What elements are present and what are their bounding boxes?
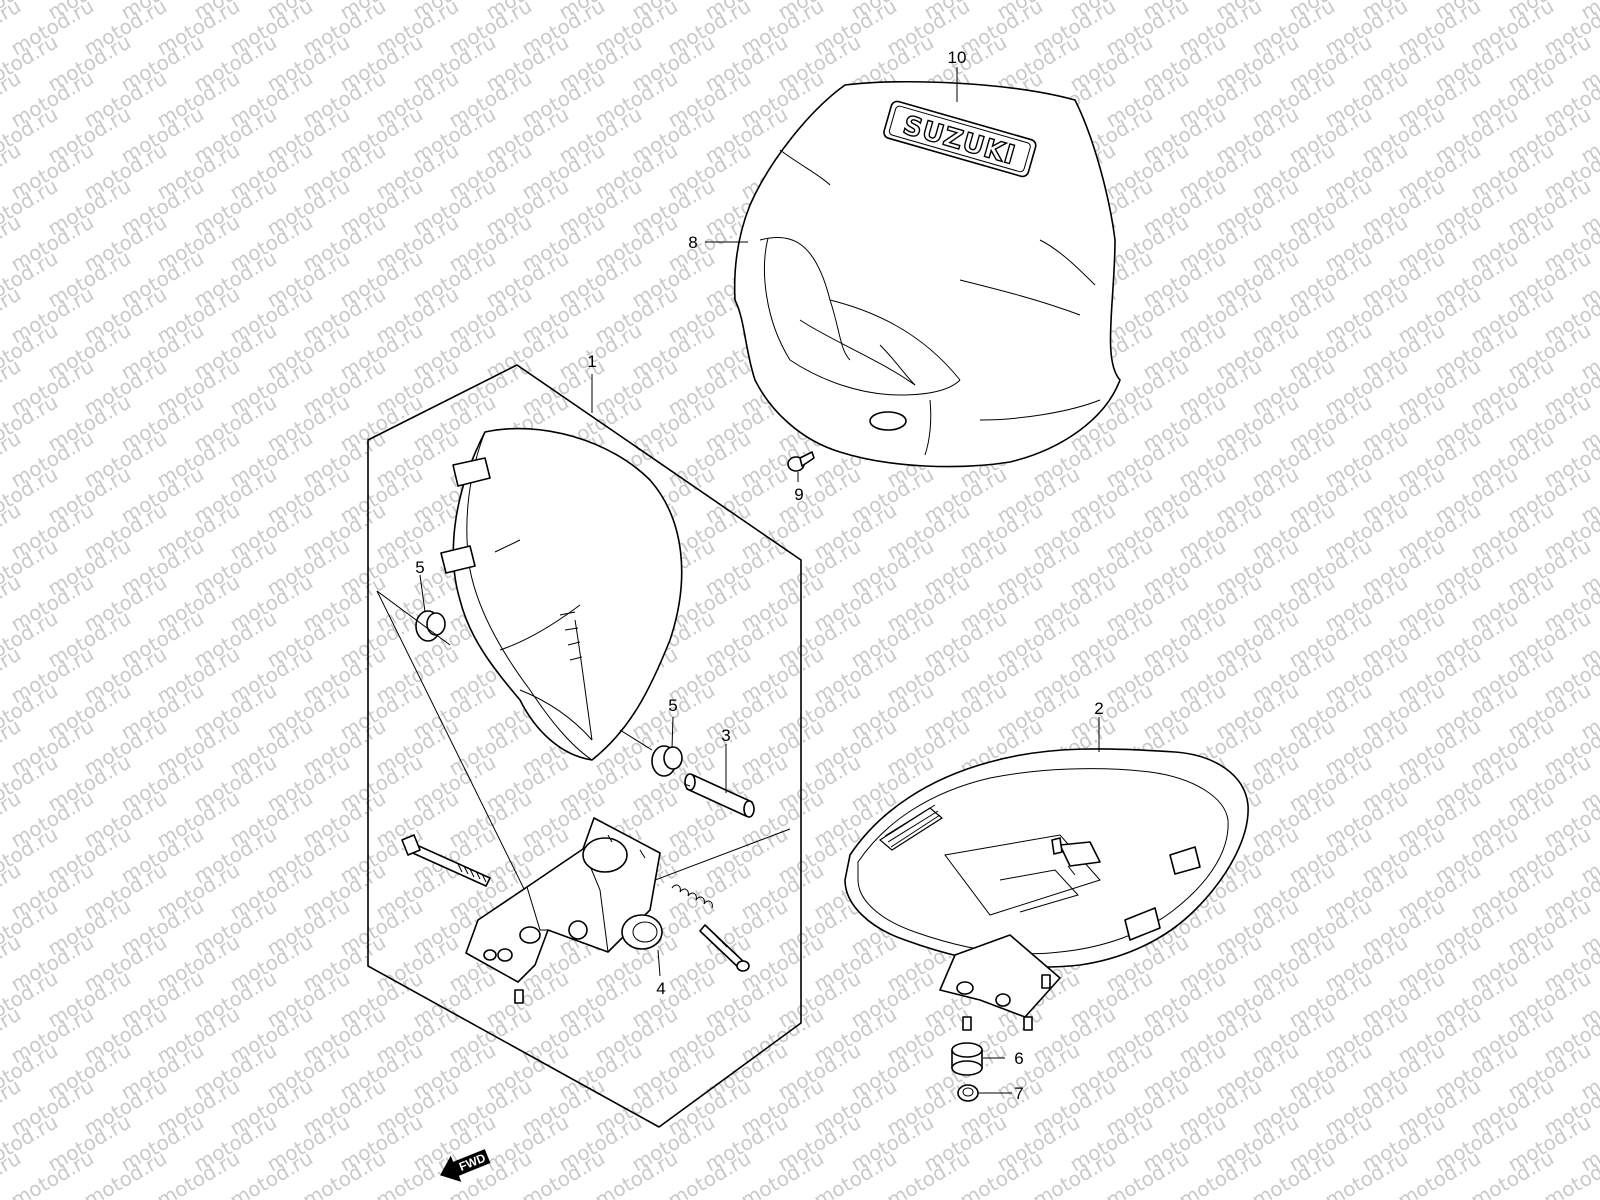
callout-1: 1 (587, 352, 596, 371)
callout-9: 9 (794, 485, 803, 504)
callout-7: 7 (1014, 1084, 1023, 1103)
nut-part-7 (957, 1084, 979, 1102)
cushion-part-6 (951, 1042, 983, 1076)
callout-8: 8 (688, 233, 697, 252)
callout-4: 4 (656, 979, 665, 998)
washer-part-4 (621, 914, 663, 950)
callout-5-upper: 5 (415, 558, 424, 577)
callout-5-lower: 5 (668, 696, 677, 715)
callout-10: 10 (948, 48, 967, 67)
callout-2: 2 (1094, 699, 1103, 718)
callout-3: 3 (721, 726, 730, 745)
callout-6: 6 (1014, 1049, 1023, 1068)
headlight-cowl: SUZUKI (733, 80, 1121, 468)
